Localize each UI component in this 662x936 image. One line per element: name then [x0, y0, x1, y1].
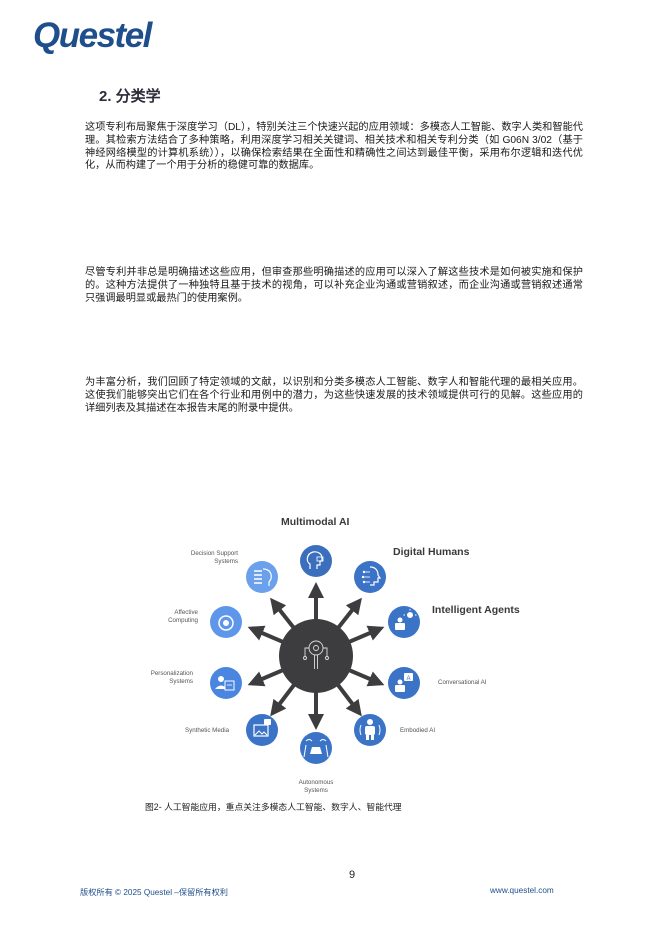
hub-circle [279, 619, 353, 693]
node-digital-humans [354, 561, 386, 593]
label-digital-humans: Digital Humans [393, 546, 470, 558]
section-title: 2. 分类学 [99, 88, 161, 105]
figure-caption: 图2- 人工智能应用，重点关注多模态人工智能、数字人、智能代理 [145, 802, 402, 812]
label-autonomous-systems: Autonomous Systems [298, 779, 334, 794]
node-personalization-systems [210, 667, 242, 699]
ai-applications-diagram: A [130, 505, 530, 805]
node-conversational-ai: A [388, 667, 420, 699]
node-intelligent-agents [388, 606, 420, 638]
page-number: 9 [349, 869, 356, 881]
website-link[interactable]: www.questel.com [490, 886, 554, 895]
hub-ai-icon [303, 640, 329, 669]
svg-text:A: A [406, 676, 410, 682]
paragraph-2: 尽管专利并非总是明确描述这些应用，但审查那些明确描述的应用可以深入了解这些技术是… [85, 267, 583, 304]
node-affective-computing [210, 606, 242, 638]
label-personalization-systems: Personalization Systems [150, 670, 193, 685]
diagram-graphic: A [210, 545, 420, 764]
label-synthetic-media: Synthetic Media [185, 727, 230, 734]
copyright-notice: 版权所有 © 2025 Questel –保留所有权利 [80, 888, 228, 897]
paragraph-1: 这项专利布局聚焦于深度学习（DL），特别关注三个快速兴起的应用领域：多模态人工智… [85, 122, 583, 172]
label-intelligent-agents: Intelligent Agents [432, 604, 520, 616]
label-decision-support-systems: Decision Support Systems [190, 550, 238, 565]
node-autonomous-systems [300, 732, 332, 764]
node-synthetic-media [246, 714, 278, 746]
label-conversational-ai: Conversational AI [438, 679, 487, 686]
node-decision-support-systems [246, 561, 278, 593]
node-multimodal-ai [300, 545, 332, 577]
paragraph-3: 为丰富分析，我们回顾了特定领域的文献，以识别和分类多模态人工智能、数字人和智能代… [85, 377, 583, 414]
node-embodied-ai [354, 714, 386, 746]
questel-logo: Questel [33, 16, 152, 55]
label-multimodal-ai: Multimodal AI [281, 516, 350, 528]
label-affective-computing: Affective Computing [168, 609, 198, 624]
label-embodied-ai: Embodied AI [400, 727, 436, 734]
